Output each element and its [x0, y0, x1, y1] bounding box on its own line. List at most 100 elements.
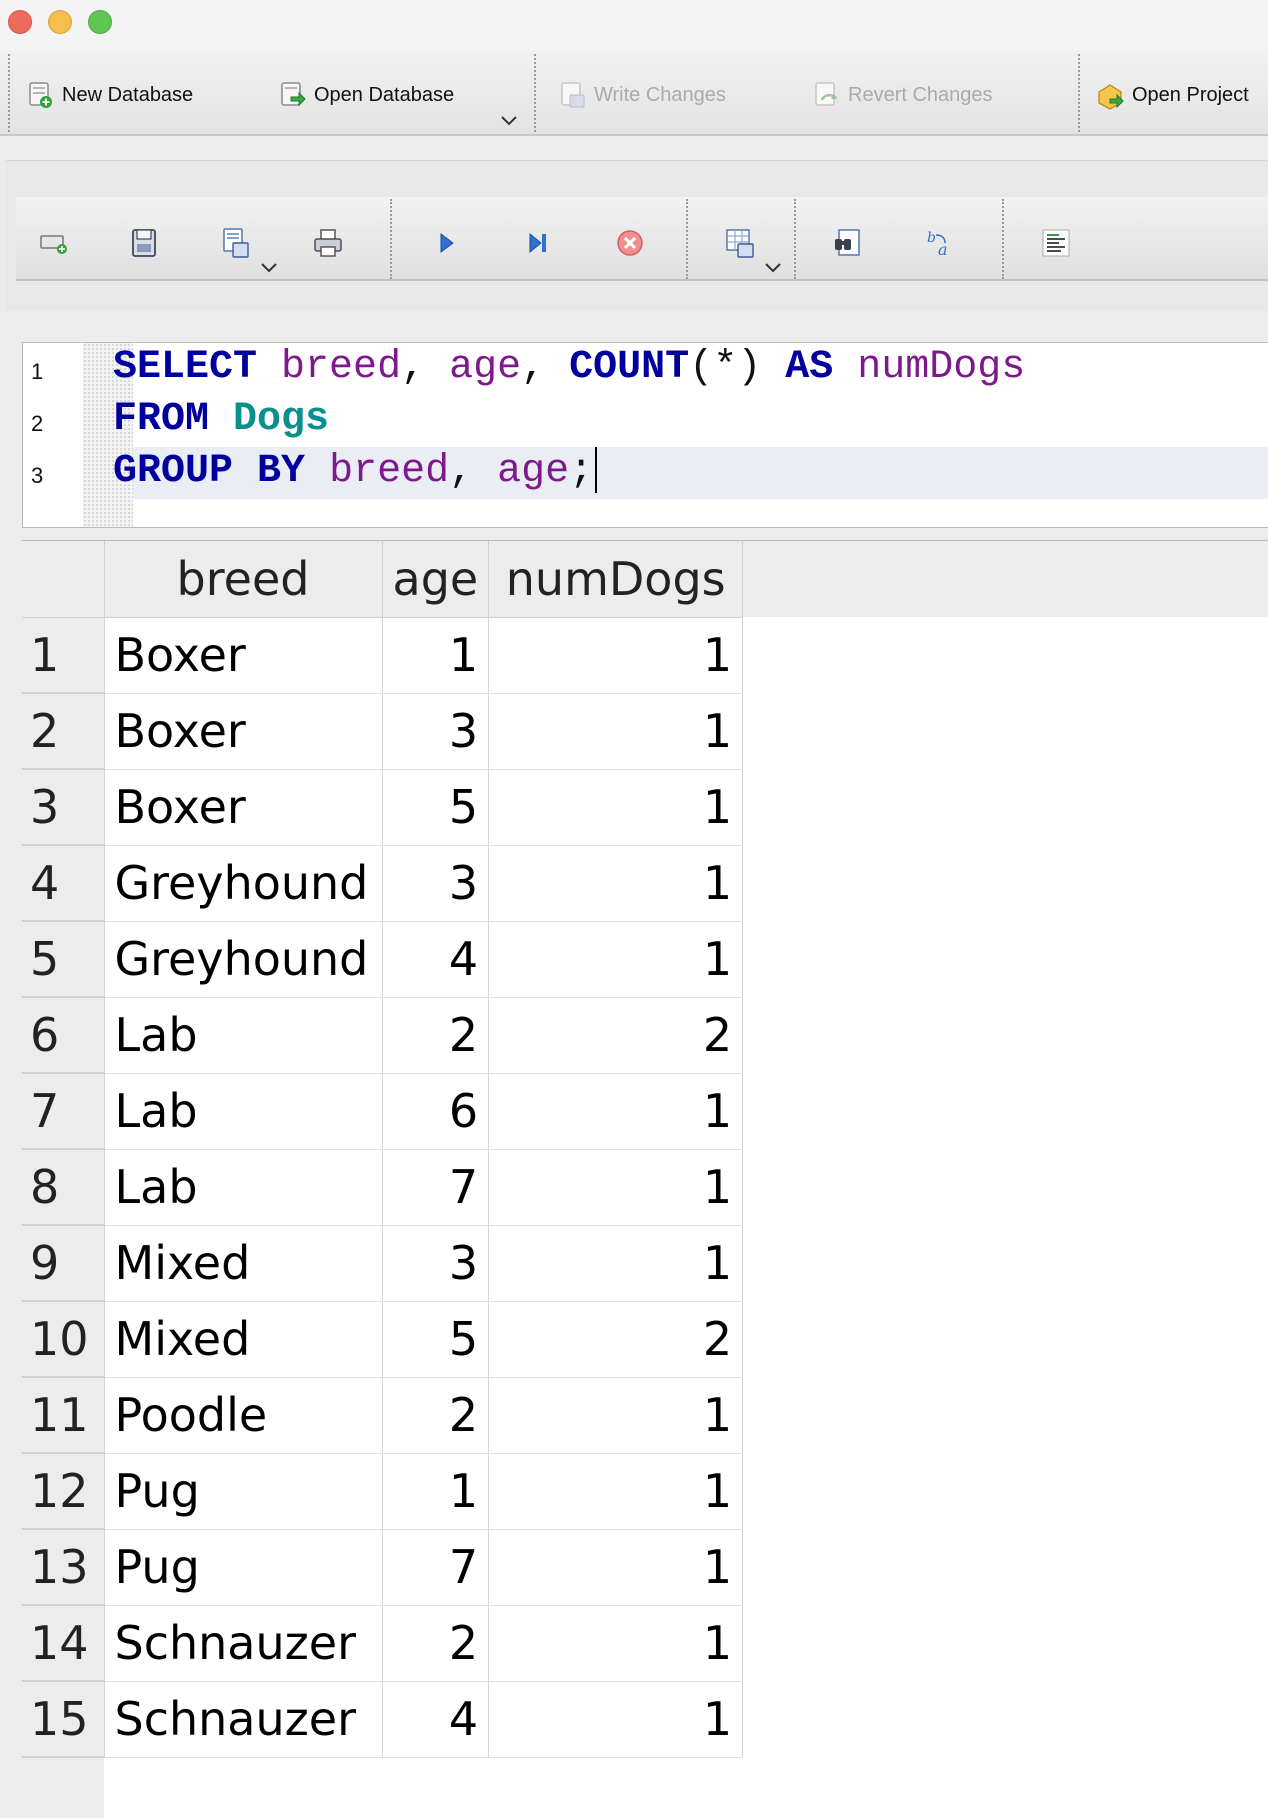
- cell-breed[interactable]: Lab: [104, 1149, 383, 1226]
- cell-breed[interactable]: Lab: [104, 997, 383, 1074]
- write-changes-button[interactable]: Write Changes: [558, 78, 726, 112]
- column-header-numdogs[interactable]: numDogs: [488, 541, 744, 618]
- zoom-window-button[interactable]: [88, 10, 112, 34]
- cell-age[interactable]: 3: [382, 845, 490, 922]
- cell-numdogs[interactable]: 2: [488, 1301, 744, 1378]
- row-number[interactable]: 11: [22, 1377, 105, 1454]
- cell-numdogs[interactable]: 1: [488, 1529, 744, 1606]
- cell-numdogs[interactable]: 1: [488, 1681, 744, 1758]
- cell-breed[interactable]: Lab: [104, 1073, 383, 1150]
- cell-numdogs[interactable]: 1: [488, 921, 744, 998]
- cell-numdogs[interactable]: 1: [488, 1149, 744, 1226]
- cell-breed[interactable]: Poodle: [104, 1377, 383, 1454]
- close-window-button[interactable]: [8, 10, 32, 34]
- cell-age[interactable]: 2: [382, 1605, 490, 1682]
- row-number[interactable]: 1: [22, 617, 105, 694]
- cell-breed[interactable]: Schnauzer: [104, 1605, 383, 1682]
- cell-age[interactable]: 1: [382, 617, 490, 694]
- cell-breed[interactable]: Greyhound: [104, 845, 383, 922]
- cell-numdogs[interactable]: 1: [488, 1377, 744, 1454]
- cell-numdogs[interactable]: 1: [488, 1225, 744, 1302]
- row-number[interactable]: 10: [22, 1301, 105, 1378]
- cell-breed[interactable]: Schnauzer: [104, 1681, 383, 1758]
- find-icon[interactable]: [832, 227, 864, 259]
- cell-breed[interactable]: Pug: [104, 1453, 383, 1530]
- row-number[interactable]: 3: [22, 769, 105, 846]
- chevron-down-icon[interactable]: [500, 114, 518, 132]
- cell-age[interactable]: 5: [382, 1301, 490, 1378]
- row-number[interactable]: 4: [22, 845, 105, 922]
- cell-age[interactable]: 3: [382, 1225, 490, 1302]
- minimize-window-button[interactable]: [48, 10, 72, 34]
- chevron-down-icon[interactable]: [260, 261, 278, 279]
- stop-execution-icon[interactable]: [614, 227, 646, 259]
- cell-numdogs[interactable]: 2: [488, 997, 744, 1074]
- row-number[interactable]: 13: [22, 1529, 105, 1606]
- cell-breed[interactable]: Mixed: [104, 1225, 383, 1302]
- cell-age[interactable]: 7: [382, 1529, 490, 1606]
- save-results-icon[interactable]: [724, 227, 756, 259]
- corner-header[interactable]: [22, 541, 105, 618]
- cell-breed[interactable]: Boxer: [104, 769, 383, 846]
- row-number[interactable]: 6: [22, 997, 105, 1074]
- cell-numdogs[interactable]: 1: [488, 1453, 744, 1530]
- cell-breed[interactable]: Boxer: [104, 693, 383, 770]
- execute-all-icon[interactable]: [430, 227, 462, 259]
- row-number[interactable]: 7: [22, 1073, 105, 1150]
- row-number[interactable]: 15: [22, 1681, 105, 1758]
- cell-age[interactable]: 3: [382, 693, 490, 770]
- row-number[interactable]: 14: [22, 1605, 105, 1682]
- open-sql-icon[interactable]: [128, 227, 160, 259]
- execute-line-icon[interactable]: [522, 227, 554, 259]
- cell-age[interactable]: 4: [382, 1681, 490, 1758]
- column-header-age[interactable]: age: [382, 541, 490, 618]
- row-number[interactable]: 12: [22, 1453, 105, 1530]
- cell-breed[interactable]: Boxer: [104, 617, 383, 694]
- cell-breed[interactable]: Mixed: [104, 1301, 383, 1378]
- open-project-button[interactable]: Open Project: [1096, 78, 1249, 112]
- row-number[interactable]: 5: [22, 921, 105, 998]
- cell-numdogs[interactable]: 1: [488, 1605, 744, 1682]
- cell-numdogs[interactable]: 1: [488, 1073, 744, 1150]
- print-icon[interactable]: [312, 227, 344, 259]
- new-database-button[interactable]: New Database: [26, 78, 193, 112]
- cell-numdogs[interactable]: 1: [488, 769, 744, 846]
- cell-age[interactable]: 1: [382, 1453, 490, 1530]
- chevron-down-icon[interactable]: [764, 261, 782, 279]
- comment-block-icon[interactable]: [1040, 227, 1072, 259]
- row-number[interactable]: 9: [22, 1225, 105, 1302]
- save-sql-icon[interactable]: [220, 227, 252, 259]
- open-database-button[interactable]: Open Database: [278, 78, 454, 112]
- cell-numdogs[interactable]: 1: [488, 617, 744, 694]
- row-number[interactable]: 8: [22, 1149, 105, 1226]
- sql-editor[interactable]: 1 2 3 SELECT breed, age, COUNT(*) AS num…: [22, 342, 1268, 528]
- row-number[interactable]: 2: [22, 693, 105, 770]
- cell-breed[interactable]: Pug: [104, 1529, 383, 1606]
- cell-age[interactable]: 2: [382, 1377, 490, 1454]
- open-tab-icon[interactable]: [38, 227, 70, 259]
- cell-age[interactable]: 2: [382, 997, 490, 1074]
- cell-age[interactable]: 7: [382, 1149, 490, 1226]
- cell-age[interactable]: 6: [382, 1073, 490, 1150]
- cell-breed[interactable]: Greyhound: [104, 921, 383, 998]
- revert-changes-button[interactable]: Revert Changes: [812, 78, 993, 112]
- column-header-breed[interactable]: breed: [104, 541, 383, 618]
- cell-age[interactable]: 4: [382, 921, 490, 998]
